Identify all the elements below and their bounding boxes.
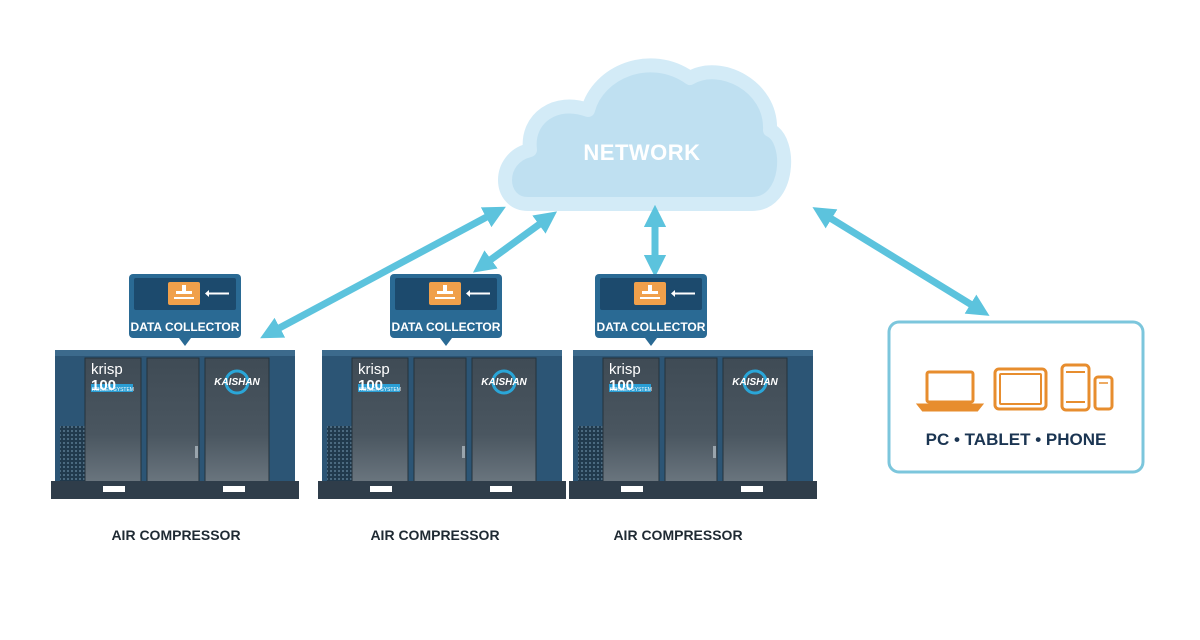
model-subtitle: ROLLER SYSTEM — [359, 387, 401, 393]
compressor-unit-1: krisp 100 ROLLER SYSTEM KAISHAN DATA COL… — [49, 274, 301, 543]
model-name: krisp — [91, 361, 123, 378]
tablet-icon — [993, 367, 1048, 411]
arrow-devices — [812, 207, 990, 316]
phone-small-icon — [1093, 375, 1114, 411]
compressor-caption: AIR COMPRESSOR — [613, 527, 742, 543]
model-name: krisp — [609, 361, 641, 378]
model-subtitle: ROLLER SYSTEM — [610, 387, 652, 393]
air-compressor: krisp 100 ROLLER SYSTEM KAISHAN — [316, 348, 568, 501]
arrow-unit-1 — [260, 206, 506, 339]
data-collector: DATA COLLECTOR — [129, 274, 241, 346]
network-label: NETWORK — [583, 140, 700, 165]
model-number: 100 — [358, 377, 383, 394]
collector-label: DATA COLLECTOR — [131, 320, 240, 334]
collector-label: DATA COLLECTOR — [597, 320, 706, 334]
laptop-icon — [915, 370, 985, 412]
brand-logo: KAISHAN — [214, 377, 260, 388]
compressor-caption: AIR COMPRESSOR — [111, 527, 240, 543]
devices-panel: PC • TABLET • PHONE — [887, 320, 1145, 474]
model-subtitle: ROLLER SYSTEM — [92, 387, 134, 393]
devices-label: PC • TABLET • PHONE — [926, 430, 1107, 449]
data-collector: DATA COLLECTOR — [595, 274, 707, 346]
brand-logo: KAISHAN — [732, 377, 778, 388]
arrow-unit-2 — [472, 211, 558, 273]
brand-logo: KAISHAN — [481, 377, 527, 388]
network-cloud: NETWORK — [498, 58, 792, 211]
model-number: 100 — [609, 377, 634, 394]
air-compressor: krisp 100 ROLLER SYSTEM KAISHAN — [567, 348, 819, 501]
compressor-caption: AIR COMPRESSOR — [370, 527, 499, 543]
collector-label: DATA COLLECTOR — [392, 320, 501, 334]
compressor-unit-3: krisp 100 ROLLER SYSTEM KAISHAN DATA COL… — [567, 274, 819, 543]
compressor-unit-2: krisp 100 ROLLER SYSTEM KAISHAN DATA COL… — [316, 274, 568, 543]
connection-arrows — [260, 204, 990, 339]
model-name: krisp — [358, 361, 390, 378]
air-compressor: krisp 100 ROLLER SYSTEM KAISHAN — [49, 348, 301, 501]
data-collector: DATA COLLECTOR — [390, 274, 502, 346]
model-number: 100 — [91, 377, 116, 394]
phone-large-icon — [1060, 363, 1091, 412]
